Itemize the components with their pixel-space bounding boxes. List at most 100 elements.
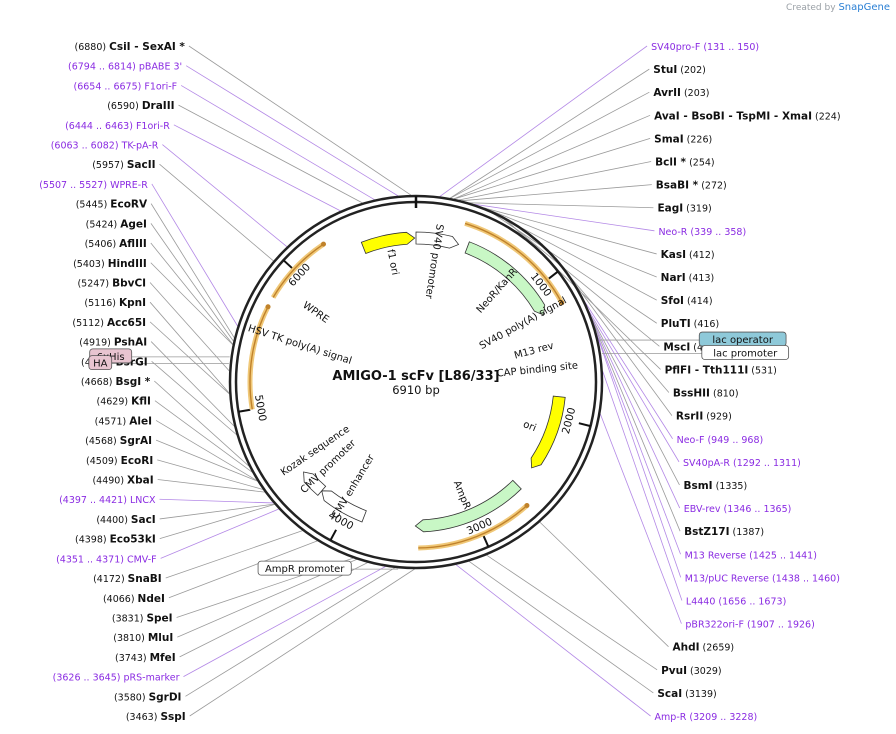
leader-alei (155, 420, 258, 482)
map-label-ecori: (4509) EcoRI (86, 455, 153, 467)
map-label-part: - Tth111I (691, 364, 748, 376)
leader-ecorv (150, 203, 235, 338)
leader-lncx (159, 498, 274, 504)
leader-ahdi (539, 521, 669, 647)
orf-arc-core-1 (464, 222, 563, 304)
map-label-bstz17i: BstZ17I (1387) (684, 526, 764, 538)
leader-wpre-r (151, 183, 238, 327)
map-label-part: SgrDI (149, 691, 182, 703)
map-label-sgrdi: (3580) SgrDI (114, 691, 182, 703)
map-label-part: HindIII (108, 258, 147, 270)
map-label-part: (3209 .. 3228) (686, 712, 757, 723)
map-label-part: SfoI (661, 295, 684, 307)
leader-msci (497, 213, 660, 347)
map-label-part: (5507 .. 5527) (39, 180, 110, 191)
tick-3000 (482, 535, 490, 548)
map-label-part: AgeI (120, 218, 147, 230)
tick-label-5000: 5000 (252, 394, 268, 422)
map-label-part: (202) (677, 65, 706, 76)
map-label-part: ScaI (657, 688, 682, 700)
map-label-part: (5424) (86, 219, 121, 230)
map-label-part: (5403) (73, 259, 108, 270)
orf-arrowhead-2 (524, 502, 530, 508)
leader-bsmi (590, 316, 680, 486)
boxed-label-bg-ha (88, 355, 113, 371)
map-label-pflfi: PflFI - Tth111I (531) (665, 364, 777, 376)
map-label-part: (5957) (92, 160, 127, 171)
map-label-l4440: L4440 (1656 .. 1673) (686, 596, 786, 607)
leader-sv40pa-r (588, 311, 680, 463)
map-label-bsgi: (4668) BsgI * (81, 376, 151, 388)
map-label-lncx: (4397 .. 4421) LNCX (59, 495, 156, 506)
map-label-part: (1656 .. 1673) (715, 596, 786, 607)
map-label-part: PshAI (114, 337, 147, 349)
leader-scai (468, 561, 654, 694)
leader-pshai (150, 341, 235, 427)
map-label-saci: (4400) SacI (96, 514, 155, 526)
map-label-draiii: (6590) DraIII (107, 100, 174, 112)
map-label-part: EBV-rev (684, 504, 721, 515)
map-label-part: (6654 .. 6675) (73, 81, 144, 92)
map-label-part: (131 .. 150) (700, 42, 759, 53)
map-label-avai: AvaI - BsoBI - TspMI - XmaI (224) (654, 110, 840, 122)
label-leader-lines (111, 45, 702, 717)
map-label-part: SmaI (654, 133, 684, 145)
map-label-avrii: AvrII (203) (653, 87, 709, 99)
map-label-part: (1292 .. 1311) (730, 458, 801, 469)
map-label-part: (5247) (77, 278, 112, 289)
map-label-bbvci: (5247) BbvCI (77, 277, 146, 289)
map-label-part: LNCX (130, 495, 156, 506)
leader-acc65i (149, 321, 230, 395)
map-label-part: (4400) (96, 515, 131, 526)
credit-prefix: Created by (786, 3, 836, 13)
feature-cmv-enhancer (321, 490, 367, 523)
map-label-acc65i: (5112) Acc65I (72, 317, 146, 329)
leader-m13-puc-reverse (596, 335, 682, 578)
map-label-part: pRS-marker (123, 673, 179, 684)
map-label-part: (3626 .. 3645) (53, 673, 124, 684)
map-label-mlui: (3810) MluI (113, 632, 173, 644)
map-label-part: (254) (686, 158, 715, 169)
map-label-part: AvrII (653, 87, 681, 99)
map-label-ahdi: AhdI (2659) (672, 642, 734, 654)
map-label-xbai: (4490) XbaI (92, 475, 153, 487)
map-label-part: (5406) (85, 239, 120, 250)
map-label-part: (1907 .. 1926) (744, 620, 815, 631)
map-label-nari: NarI (413) (661, 272, 715, 284)
map-label-part: MluI (148, 632, 173, 644)
boxed-label-lac-operator: lac operator (712, 335, 773, 346)
map-label-part: AflIII (119, 238, 147, 250)
map-label-part: (6444 .. 6463) (65, 121, 136, 132)
leader-avrii (450, 91, 650, 199)
map-label-sfoi: SfoI (414) (661, 295, 713, 307)
map-label-bsabi: BsaBI * (272) (656, 180, 727, 192)
map-label-sspi: (3463) SspI (126, 711, 186, 723)
map-label-part: (4172) (93, 574, 128, 585)
map-label-prs-marker: (3626 .. 3645) pRS-marker (53, 673, 180, 684)
tick-1000 (547, 270, 559, 280)
map-label-part: CMV-F (127, 554, 157, 565)
map-label-part: (4490) (92, 476, 127, 487)
leader-sgrai (155, 439, 258, 482)
map-label-part: CsiI (109, 41, 130, 53)
leader-pbr322ori-f (599, 413, 682, 624)
leader-neo-r (474, 203, 655, 232)
feature-neor-kanr (464, 241, 546, 316)
feature-ampr (414, 479, 522, 533)
leader-nari (484, 207, 657, 278)
map-label-hindiii: (5403) HindIII (73, 258, 147, 270)
map-label-kasi: KasI (412) (661, 249, 715, 261)
map-label-part: (4568) (85, 436, 120, 447)
map-label-part: BclI * (655, 157, 686, 169)
map-label-part: (5116) (84, 298, 119, 309)
map-label-part: (224) (812, 111, 841, 122)
map-label-part: SV40pA-R (683, 458, 730, 469)
map-label-part: (6063 .. 6082) (51, 141, 122, 152)
map-label-afliii: (5406) AflIII (85, 238, 147, 250)
feature-label-hsv-tk-poly-a-signal: HSV TK poly(A) signal (246, 323, 352, 367)
leader-sgrdi (185, 567, 396, 697)
map-label-part: (1346 .. 1365) (720, 504, 791, 515)
leader-pvui (486, 554, 658, 671)
map-label-pvui: PvuI (3029) (661, 665, 722, 677)
